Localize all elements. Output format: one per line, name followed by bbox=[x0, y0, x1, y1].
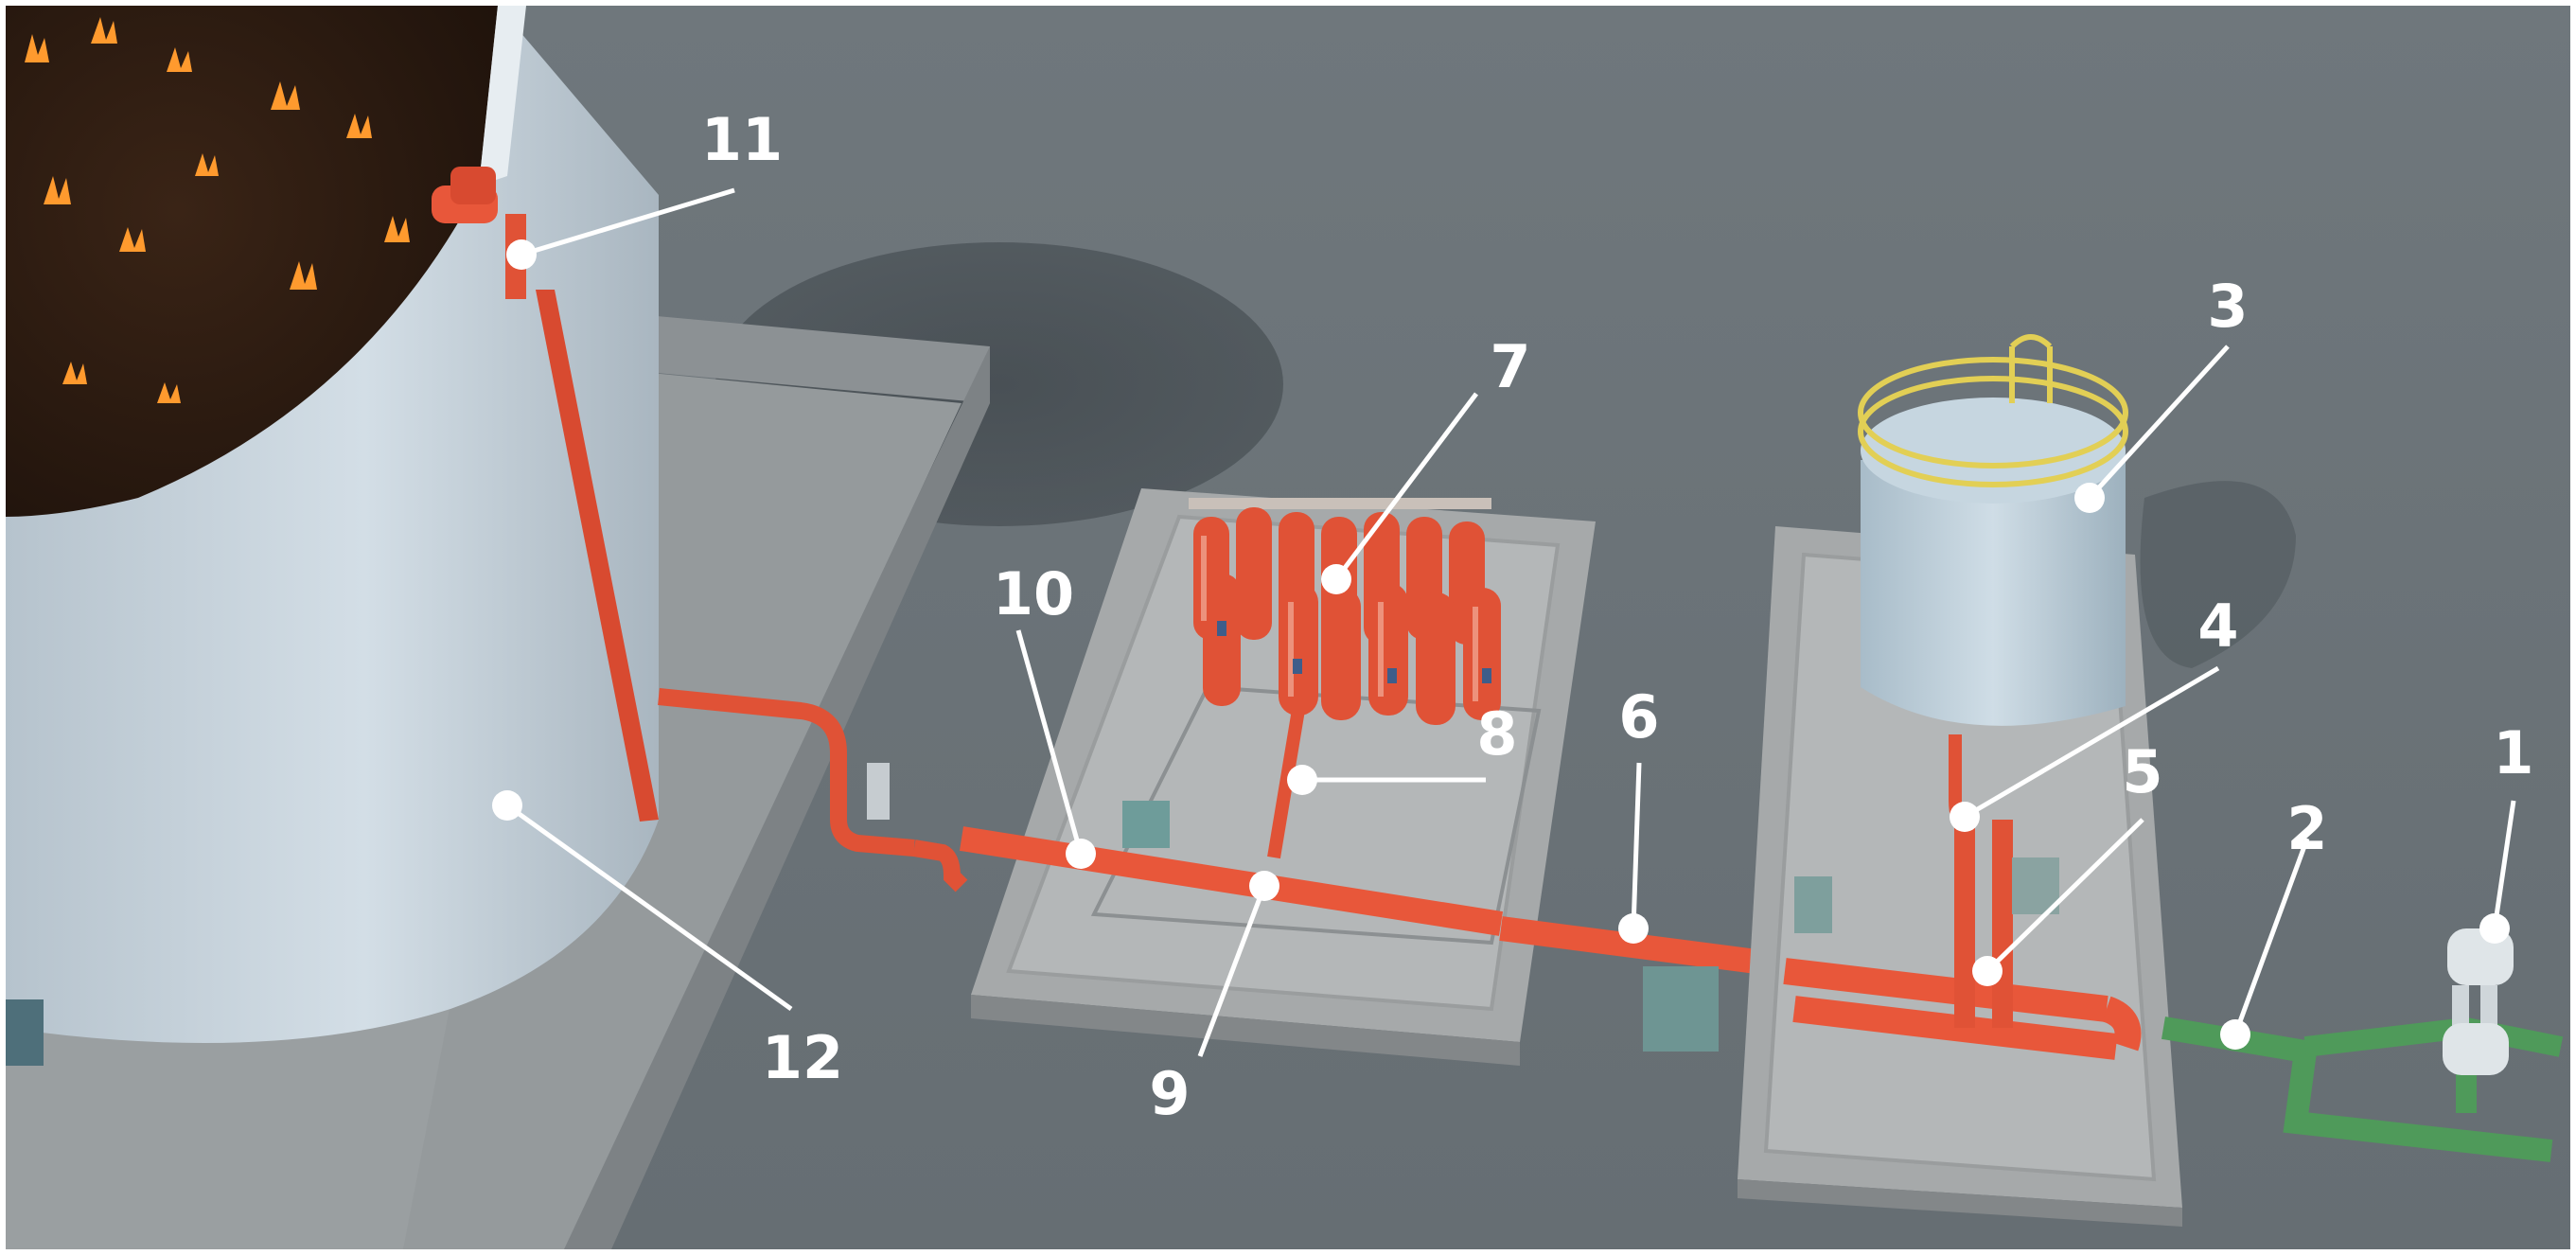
callout-label-2: 2 bbox=[2286, 794, 2328, 863]
callout-label-6: 6 bbox=[1618, 682, 1660, 751]
foam-station-control-box bbox=[1122, 801, 1170, 848]
callout-label-12: 12 bbox=[761, 1023, 844, 1092]
pipeline-junction-box bbox=[1643, 966, 1719, 1052]
foam-cylinder-bank bbox=[1189, 498, 1501, 725]
storage-tank bbox=[6, 6, 659, 1043]
callout-label-11: 11 bbox=[700, 105, 784, 174]
callout-leader-lines bbox=[505, 187, 2516, 1057]
callout-label-1: 1 bbox=[2493, 718, 2534, 787]
callout-label-4: 4 bbox=[2197, 592, 2239, 661]
main-foam-pipeline bbox=[959, 685, 1758, 974]
callout-dots bbox=[492, 239, 2510, 1050]
tank-fire-flames bbox=[25, 17, 410, 403]
callout-label-8: 8 bbox=[1476, 699, 1518, 769]
tank-stair bbox=[6, 999, 44, 1066]
fire-protection-system-illustration bbox=[6, 6, 2564, 1249]
tank-riser-pipe bbox=[536, 290, 659, 822]
foam-chamber bbox=[432, 167, 526, 299]
tank-railing bbox=[1858, 334, 2128, 487]
illustration-scene: 1 2 3 4 5 6 7 8 9 10 11 12 bbox=[6, 6, 2570, 1249]
pump-manifold bbox=[1783, 820, 2142, 1060]
fire-hydrants bbox=[2443, 928, 2514, 1075]
callout-label-5: 5 bbox=[2122, 737, 2163, 806]
callout-label-10: 10 bbox=[992, 559, 1075, 628]
tank-feed-pipe bbox=[658, 688, 968, 893]
callout-label-7: 7 bbox=[1490, 332, 1531, 401]
callout-label-9: 9 bbox=[1149, 1059, 1191, 1128]
callout-label-3: 3 bbox=[2207, 272, 2249, 341]
foam-concentrate-tank bbox=[1858, 334, 2128, 834]
